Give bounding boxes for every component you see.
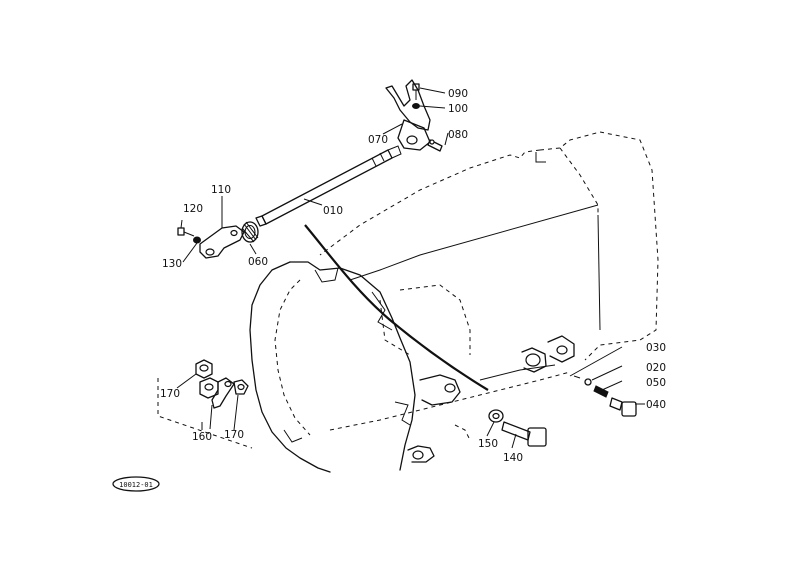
callout-labels: 010 020 030 040 050 060 070 080 090 100 … — [160, 88, 666, 464]
linkage-group — [195, 359, 249, 409]
linkage-group-bracket — [157, 378, 253, 449]
callout-060: 060 — [248, 256, 268, 268]
callout-030: 030 — [646, 342, 666, 354]
callout-130: 130 — [162, 258, 182, 270]
lower-housing-band — [329, 335, 575, 463]
washer-100 — [412, 103, 420, 109]
callout-160: 160 — [192, 431, 212, 443]
callout-020: 020 — [646, 362, 666, 374]
pin-080 — [427, 139, 443, 152]
detent-spring-030 — [573, 375, 581, 379]
shift-rod — [255, 145, 402, 227]
bell-housing — [249, 261, 416, 473]
callout-080: 080 — [448, 129, 468, 141]
transmission-housing — [319, 131, 659, 361]
spring-050 — [593, 385, 609, 398]
callout-140: 140 — [503, 452, 523, 464]
shift-fork — [385, 79, 431, 151]
callout-090: 090 — [448, 88, 468, 100]
callout-150: 150 — [478, 438, 498, 450]
callout-170-right: 170 — [224, 429, 244, 441]
bushing-060 — [241, 221, 259, 243]
washer-150 — [488, 409, 504, 423]
callout-110: 110 — [211, 184, 231, 196]
leader-lines — [176, 87, 645, 449]
nut-130 — [193, 236, 201, 244]
bolt-090 — [412, 83, 420, 100]
callout-120: 120 — [183, 203, 203, 215]
callout-050: 050 — [646, 377, 666, 389]
callout-070: 070 — [368, 134, 388, 146]
callout-170-left: 170 — [160, 388, 180, 400]
shift-arm — [199, 225, 245, 259]
callout-040: 040 — [646, 399, 666, 411]
drawing-tag: 10012-01 — [112, 476, 160, 492]
drawing-tag-text: 10012-01 — [119, 481, 153, 489]
plug-bolt-040 — [609, 397, 637, 417]
bolt-140 — [501, 421, 547, 447]
bolt-120 — [177, 227, 195, 237]
detent-ball-020 — [584, 378, 592, 386]
callout-010: 010 — [323, 205, 343, 217]
control-cable — [304, 224, 489, 391]
callout-100: 100 — [448, 103, 468, 115]
